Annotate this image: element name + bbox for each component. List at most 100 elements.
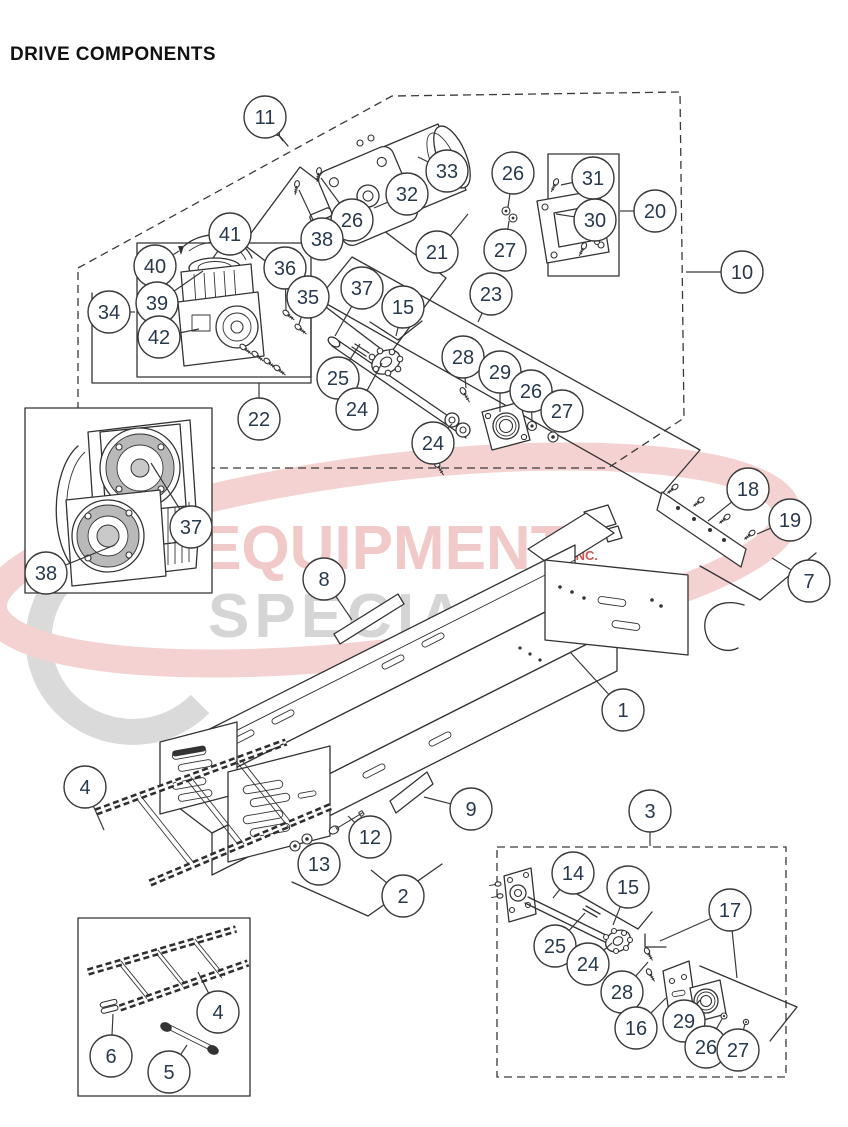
callout-number: 17 <box>719 900 741 922</box>
callout-9: 9 <box>423 787 493 831</box>
callout-circle <box>348 815 392 859</box>
callout-26: 26 <box>509 369 553 423</box>
callout-number: 24 <box>346 399 368 421</box>
callout-30: 30 <box>555 198 617 242</box>
hook <box>704 602 745 651</box>
callout-number: 16 <box>625 1018 647 1040</box>
wear-plate-9 <box>389 771 434 814</box>
callout-number: 19 <box>779 510 801 532</box>
callout-number: 25 <box>544 936 566 958</box>
head-plate <box>544 559 689 656</box>
watermark-line1: EQUIPMENT <box>200 514 569 583</box>
callout-number: 40 <box>144 256 166 278</box>
callout-number: 24 <box>422 433 444 455</box>
callout-circle <box>243 95 287 139</box>
callout-circle <box>483 228 527 272</box>
bolt-icon <box>744 529 756 540</box>
callout-number: 23 <box>480 284 502 306</box>
bolt-icon <box>667 483 679 494</box>
crossbar-5 <box>160 1022 219 1055</box>
callout-number: 28 <box>611 982 633 1004</box>
callout-33: 33 <box>417 149 469 193</box>
bolt-icon <box>251 350 264 362</box>
callout-37: 37 <box>334 266 384 337</box>
callout-circle <box>208 212 252 256</box>
callout-circle <box>196 990 240 1034</box>
callout-circle <box>491 151 535 195</box>
callout-number: 34 <box>98 302 120 324</box>
callout-number: 21 <box>426 242 448 264</box>
callout-2: 2 <box>370 869 425 918</box>
callout-circle <box>297 842 341 886</box>
callout-number: 37 <box>351 278 373 300</box>
callout-number: 38 <box>311 229 333 251</box>
callout-number: 7 <box>803 571 814 593</box>
callout-26: 26 <box>684 1018 728 1069</box>
callout-32: 32 <box>373 172 429 216</box>
callout-4: 4 <box>196 971 240 1034</box>
callout-circle <box>708 888 752 932</box>
callout-25: 25 <box>316 343 361 400</box>
callout-number: 13 <box>308 854 330 876</box>
callout-circle <box>449 787 493 831</box>
callout-circle <box>509 369 553 413</box>
callout-1: 1 <box>569 651 645 732</box>
callout-number: 30 <box>584 210 606 232</box>
callout-number: 27 <box>551 401 573 423</box>
callout-34: 34 <box>87 290 135 334</box>
bolt-icon <box>645 968 655 982</box>
callout-circle <box>286 275 330 319</box>
callout-39: 39 <box>135 270 204 325</box>
callout-38: 38 <box>298 189 344 261</box>
callout-circle <box>411 421 455 465</box>
callout-6: 6 <box>89 1013 133 1078</box>
callout-number: 39 <box>146 293 168 315</box>
callout-number: 4 <box>212 1002 223 1024</box>
callout-circle <box>24 551 68 595</box>
callout-3: 3 <box>628 789 672 846</box>
callout-number: 15 <box>392 297 414 319</box>
callout-12: 12 <box>347 815 392 859</box>
gearbox-group <box>91 234 312 384</box>
bolt-icon <box>282 309 295 321</box>
callout-circle <box>716 1028 760 1072</box>
callout-circle <box>137 315 181 359</box>
callout-circle <box>614 1006 658 1050</box>
callout-number: 9 <box>465 799 476 821</box>
callout-22: 22 <box>237 383 281 441</box>
callout-number: 4 <box>79 777 90 799</box>
callout-circle <box>787 559 831 603</box>
callout-15: 15 <box>606 865 650 926</box>
callout-circle <box>768 498 812 542</box>
callout-number: 26 <box>502 163 524 185</box>
callout-number: 33 <box>436 161 458 183</box>
callout-circle <box>601 688 645 732</box>
callout-27: 27 <box>483 220 527 272</box>
callout-circle <box>381 285 425 329</box>
callout-number: 35 <box>297 287 319 309</box>
callout-number: 8 <box>318 569 329 591</box>
callout-number: 11 <box>255 107 276 129</box>
callout-circle <box>335 387 379 431</box>
callout-27: 27 <box>716 1023 760 1072</box>
callout-number: 26 <box>695 1037 717 1059</box>
screw-icon <box>550 178 560 193</box>
callout-number: 10 <box>731 262 753 284</box>
callout-29: 29 <box>478 350 522 412</box>
callout-24: 24 <box>335 362 383 431</box>
callout-number: 5 <box>163 1062 174 1084</box>
callout-circle <box>385 172 429 216</box>
callout-circle <box>469 272 513 316</box>
callout-17: 17 <box>659 888 752 979</box>
callout-10: 10 <box>686 250 764 294</box>
bolt-icon <box>693 496 705 507</box>
callout-circle <box>87 290 131 334</box>
callout-circle <box>300 217 344 261</box>
callout-19: 19 <box>756 498 812 542</box>
callout-circle <box>302 557 346 601</box>
page-title: DRIVE COMPONENTS <box>10 44 216 65</box>
shaft-flange-14 <box>489 867 537 923</box>
callout-27: 27 <box>540 389 584 433</box>
callout-13: 13 <box>297 842 341 886</box>
